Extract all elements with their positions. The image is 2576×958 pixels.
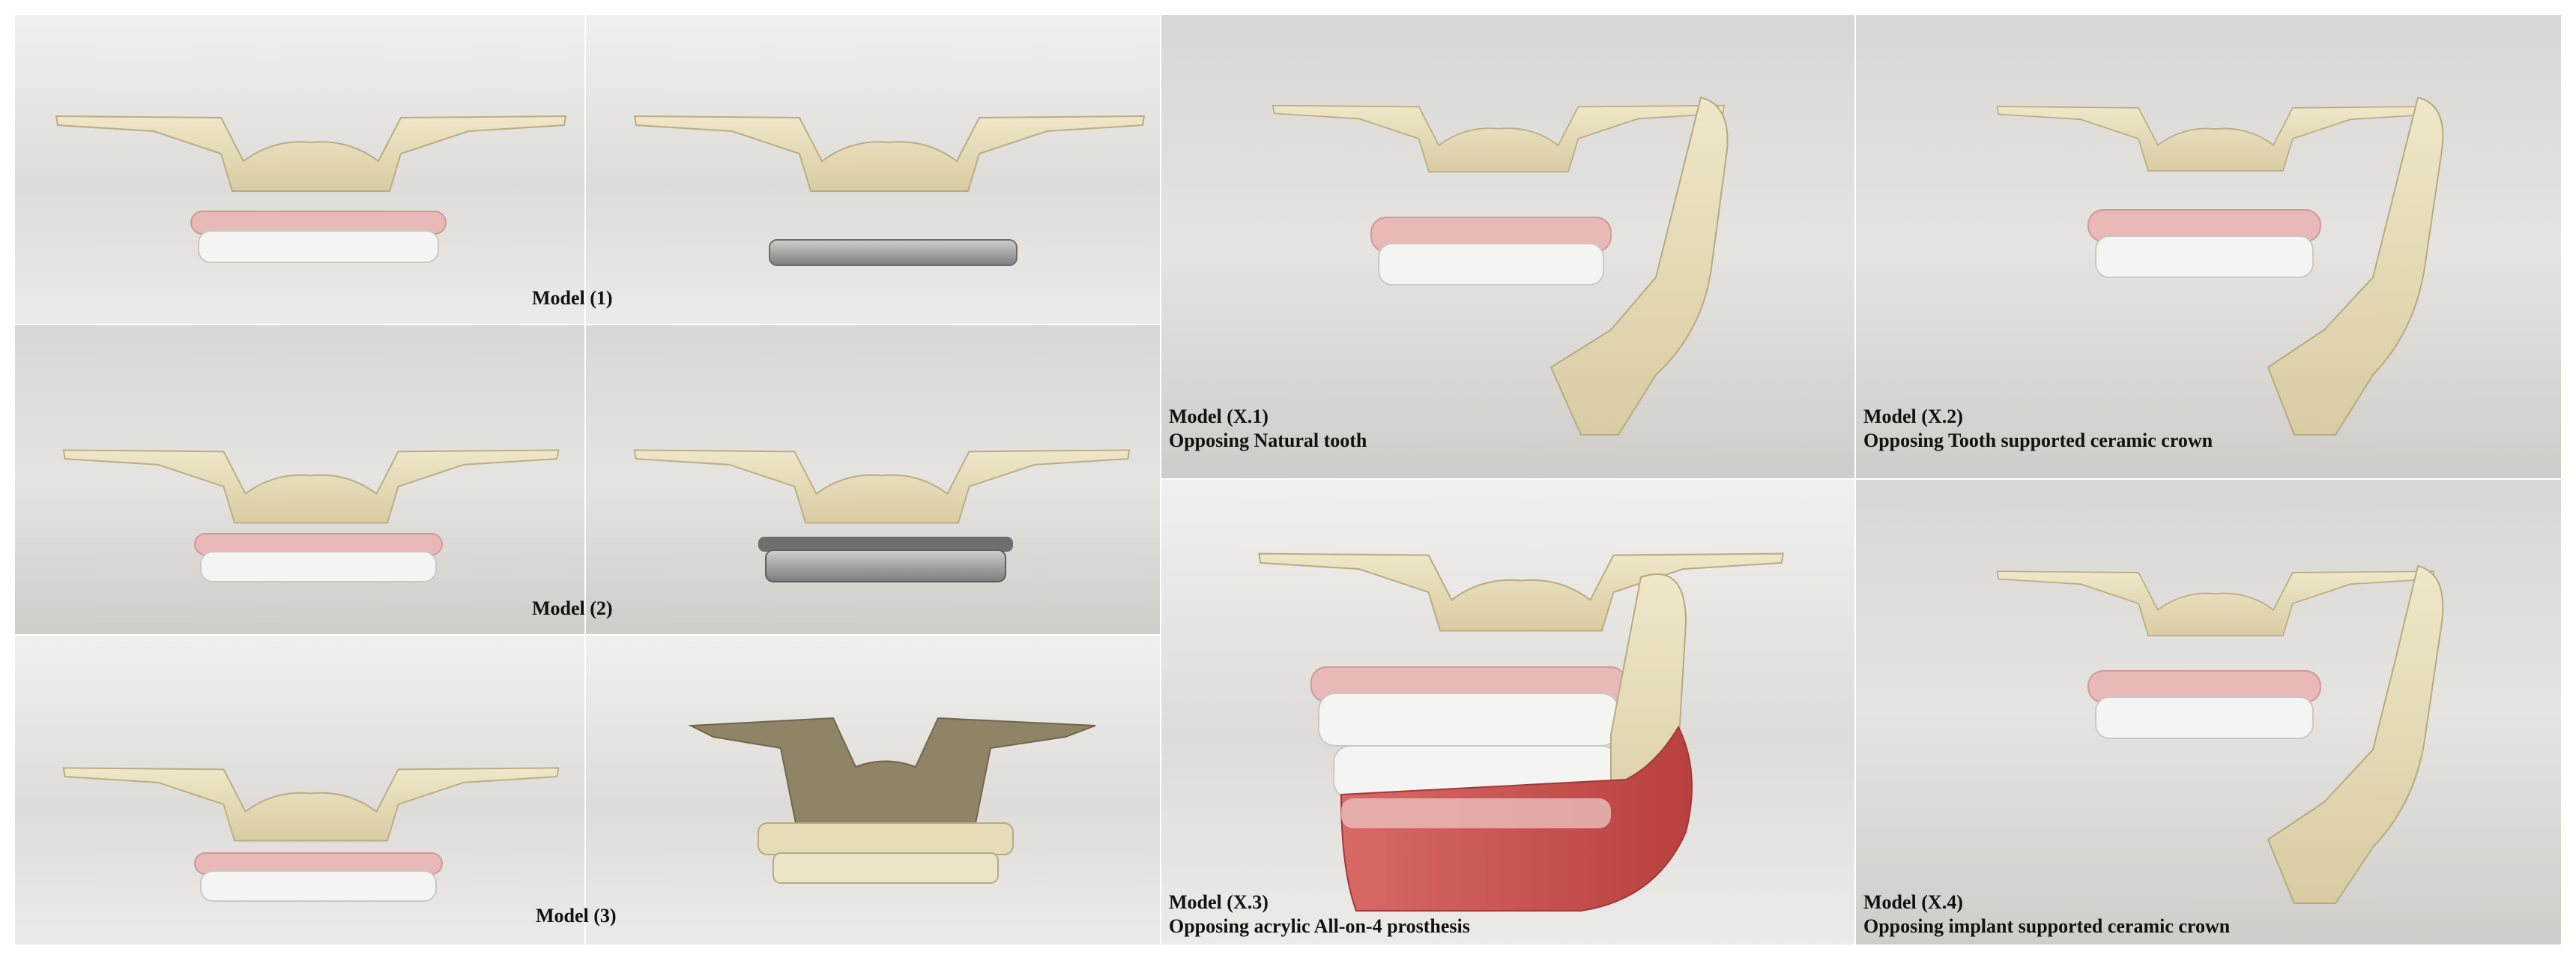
model-3-left-render [15,636,584,945]
model-x2-caption: Model (X.2) Opposing Tooth supported cer… [1863,406,2213,451]
model-3-caption: Model (3) [536,905,617,927]
model-1-caption: Model (1) [532,287,613,309]
model-2-caption: Model (2) [532,597,613,619]
model-x1-panel: Model (X.1) Opposing Natural tooth [1161,15,1854,478]
model-2-left-panel [15,325,584,634]
model-x3-caption: Model (X.3) Opposing acrylic All-on-4 pr… [1169,891,1470,937]
model-x4-caption: Model (X.4) Opposing implant supported c… [1863,891,2231,937]
model-1-left-render [15,15,584,324]
model-x2-render [1856,15,2561,478]
model-3-right-panel [586,636,1160,945]
model-x1-render [1161,15,1854,478]
model-x4-panel: Model (X.4) Opposing implant supported c… [1856,480,2561,945]
model-1-left-panel [15,15,584,324]
model-x2-panel: Model (X.2) Opposing Tooth supported cer… [1856,15,2561,478]
model-x3-panel: Model (X.3) Opposing acrylic All-on-4 pr… [1161,480,1854,945]
model-3-right-render [586,636,1160,945]
model-1-right-render [586,15,1160,324]
model-2-right-panel [586,325,1160,634]
model-2-left-render [15,325,584,634]
model-2-right-render [586,325,1160,634]
model-x1-caption: Model (X.1) Opposing Natural tooth [1169,406,1367,451]
model-x4-render [1856,480,2561,945]
model-x3-render [1161,480,1854,945]
model-3-left-panel [15,636,584,945]
model-1-right-panel [586,15,1160,324]
